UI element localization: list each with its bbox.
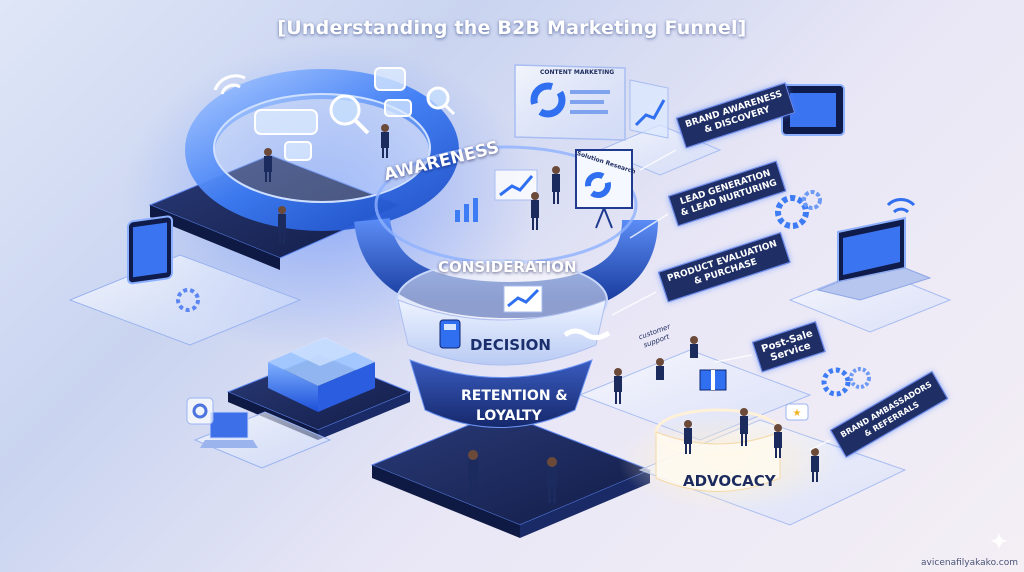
content-marketing-label: CONTENT MARKETING	[540, 69, 615, 76]
page-title: [Understanding the B2B Marketing Funnel]	[277, 17, 747, 39]
star-badge-icon: ★	[785, 403, 809, 421]
wifi-icon	[213, 74, 246, 95]
tablet-icon	[127, 215, 173, 285]
stage-label-decision: DECISION	[470, 336, 551, 354]
stage-label-retention-line1: RETENTION &	[461, 388, 568, 404]
people-group	[264, 124, 819, 503]
wifi-right-icon	[886, 198, 916, 214]
solution-research-board	[575, 149, 633, 229]
chart-panel-icon	[629, 79, 669, 139]
gear-icon	[176, 288, 200, 312]
search-bar-icon	[254, 109, 318, 161]
person-figure	[547, 457, 557, 503]
laptop-right-icon	[816, 216, 932, 301]
magnifier-icon	[426, 86, 456, 116]
person-figure	[531, 192, 539, 230]
search-icon	[329, 94, 370, 135]
person-figure	[774, 424, 782, 458]
chat-bubble-icon	[374, 67, 412, 117]
settings-card-icon	[186, 397, 214, 425]
person-figure	[614, 368, 622, 404]
laptop-left-icon	[200, 411, 258, 448]
retention-platform	[370, 411, 652, 538]
handshake-icon	[563, 328, 611, 341]
data-cube-icon	[268, 337, 375, 412]
gift-box-icon	[699, 369, 727, 391]
stage-label-consideration: CONSIDERATION	[438, 258, 577, 276]
person-figure	[468, 450, 478, 496]
person-figure	[684, 420, 692, 454]
svg-text:★: ★	[793, 408, 802, 419]
gears-small-icon	[821, 367, 871, 397]
watermark: avicenafilyakako.com	[921, 558, 1018, 568]
content-marketing-dashboard	[514, 64, 626, 141]
person-figure	[264, 148, 272, 182]
person-figure	[278, 206, 286, 244]
calculator-icon	[439, 319, 461, 349]
stage-label-advocacy: ADVOCACY	[683, 472, 776, 490]
connector-lines	[611, 149, 831, 451]
stage-label-retention-line2: LOYALTY	[476, 408, 542, 424]
person-figure	[811, 448, 819, 482]
growth-chart-icon	[455, 169, 538, 222]
person-figure	[690, 336, 698, 358]
decision-chart-icon	[503, 285, 543, 313]
person-figure	[656, 358, 664, 380]
tablet-right-icon	[781, 84, 845, 136]
person-figure	[552, 166, 560, 204]
advocacy-ring	[618, 408, 838, 512]
person-figure	[381, 124, 389, 158]
sparkle-icon	[990, 532, 1008, 550]
gears-icon	[775, 190, 822, 229]
person-figure	[740, 408, 748, 446]
retention-ring	[409, 359, 593, 428]
